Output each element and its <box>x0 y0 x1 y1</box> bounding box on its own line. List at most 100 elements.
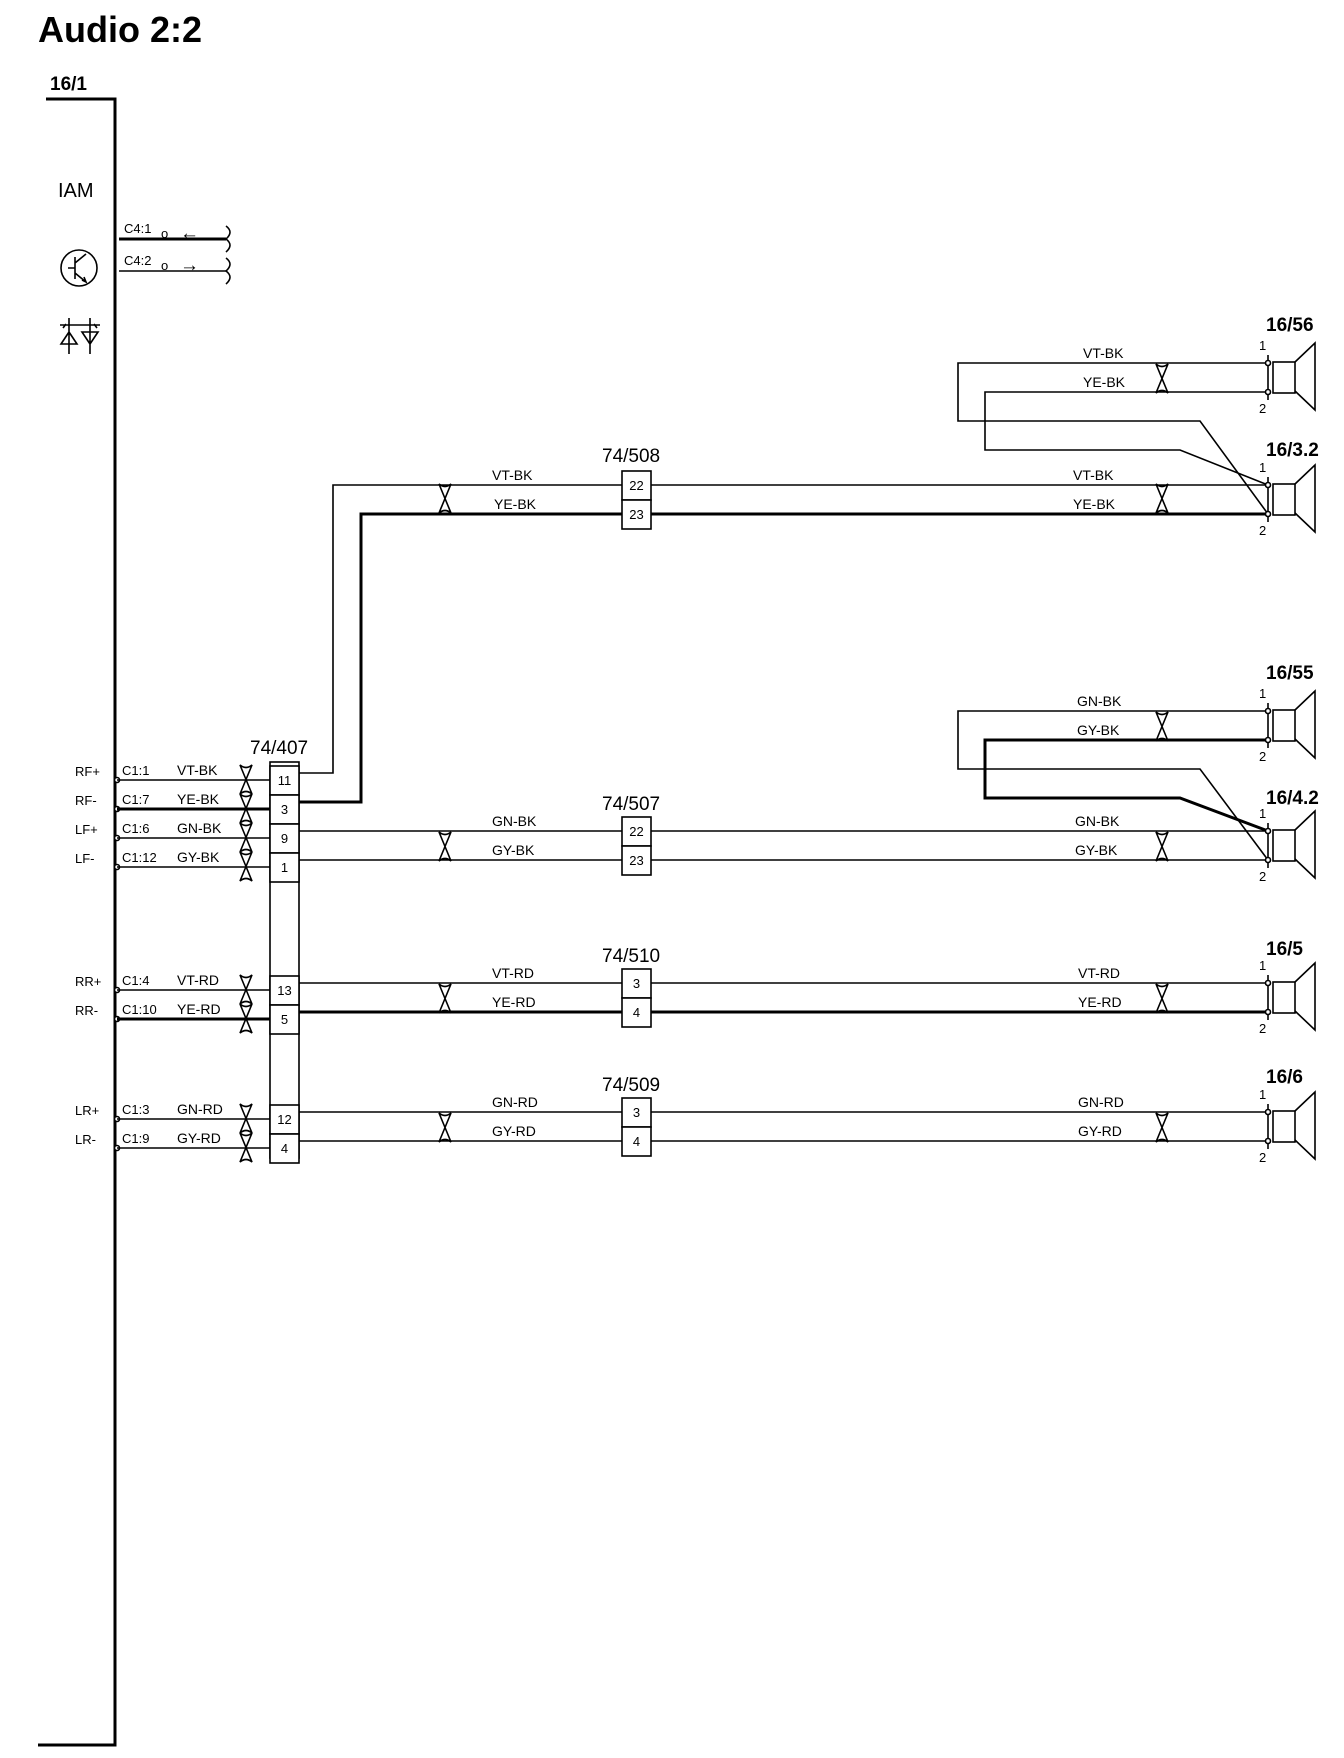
c1-pin-7-label: C1:9 <box>122 1131 149 1146</box>
speaker-16-6-label: 16/6 <box>1266 1067 1303 1088</box>
w508b-right: YE-BK <box>1073 496 1116 512</box>
w510b-right: YE-RD <box>1078 994 1122 1010</box>
speaker-16-56-pin2-label: 2 <box>1259 401 1266 416</box>
c509-pin1-box <box>621 1126 652 1157</box>
c508-pin1-pin: 23 <box>629 507 643 522</box>
signal-2-label: LF+ <box>75 822 98 837</box>
twisted-pair-icon <box>1155 1112 1169 1143</box>
signal-6-label: LR+ <box>75 1103 99 1118</box>
speaker-16-6-pin2-label: 2 <box>1259 1150 1266 1165</box>
hub-pin-0-box <box>269 765 300 796</box>
speaker-16-6-pin1-label: 1 <box>1259 1087 1266 1102</box>
speaker-16-5-label: 16/5 <box>1266 939 1303 960</box>
twisted-pair-icon <box>239 1003 253 1034</box>
w509a-right: GN-RD <box>1078 1094 1124 1110</box>
hub-wire-0-label: VT-BK <box>177 762 218 778</box>
hub-wire-2-label: GN-BK <box>177 820 222 836</box>
w508b-left: YE-BK <box>494 496 537 512</box>
hub-pin-7-box <box>269 1133 300 1164</box>
w510b-left: YE-RD <box>492 994 536 1010</box>
speaker-16-55-label: 16/55 <box>1266 663 1314 684</box>
speaker-16-56-magnet <box>1272 361 1296 394</box>
inline-connector-74-507-label: 74/507 <box>602 794 660 815</box>
c507-pin0-box <box>621 816 652 847</box>
w507b-left: GY-BK <box>492 842 535 858</box>
w508a-left: VT-BK <box>492 467 533 483</box>
twisted-pair-icon <box>438 831 452 862</box>
c1-pin-3-label: C1:12 <box>122 850 157 865</box>
twisted-pair-icon <box>438 483 452 514</box>
inline-connector-74-510-label: 74/510 <box>602 946 660 967</box>
transistor-icon <box>60 249 98 287</box>
signal-0-label: RF+ <box>75 764 100 779</box>
c4-1-label: C4:1 <box>124 221 151 236</box>
hub-pin-5-pin: 5 <box>281 1012 288 1027</box>
w509a-left: GN-RD <box>492 1094 538 1110</box>
c509-pin0-box <box>621 1097 652 1128</box>
twisted-pair-icon <box>239 851 253 882</box>
c509-pin0-pin: 3 <box>633 1105 640 1120</box>
signal-4-label: RR+ <box>75 974 101 989</box>
w510a-left: VT-RD <box>492 965 534 981</box>
c507-pin1-box <box>621 845 652 876</box>
hub-pin-2-box <box>269 823 300 854</box>
spk55-wire-b: GY-BK <box>1077 722 1120 738</box>
signal-7-label: LR- <box>75 1132 96 1147</box>
c508-pin0-box <box>621 470 652 501</box>
c1-pin-5-label: C1:10 <box>122 1002 157 1017</box>
c4-1-arrow: ← <box>180 223 199 244</box>
speaker-16-55-pin2-label: 2 <box>1259 749 1266 764</box>
speaker-16-3-2-pin2-label: 2 <box>1259 523 1266 538</box>
c4-2-open-marker: o <box>161 258 168 273</box>
diagram-title: Audio 2:2 <box>38 9 202 50</box>
speaker-16-4-2-magnet <box>1272 829 1296 862</box>
hub-wire-4-label: VT-RD <box>177 972 219 988</box>
speaker-16-3-2-pin1-label: 1 <box>1259 460 1266 475</box>
module-name: IAM <box>58 180 94 202</box>
c1-pin-1-label: C1:7 <box>122 792 149 807</box>
c1-pin-0-label: C1:1 <box>122 763 149 778</box>
speaker-16-6-magnet <box>1272 1110 1296 1143</box>
spk55-wire-a: GN-BK <box>1077 693 1122 709</box>
c4-2-arrow: → <box>180 255 199 276</box>
module-outline <box>38 97 117 1747</box>
twisted-pair-icon <box>1155 363 1169 394</box>
hub-wire-5-label: YE-RD <box>177 1001 221 1017</box>
c508-pin0-pin: 22 <box>629 478 643 493</box>
hub-connector-label: 74/407 <box>250 738 308 759</box>
hub-pin-7-pin: 4 <box>281 1141 288 1156</box>
c510-pin1-pin: 4 <box>633 1005 640 1020</box>
w509b-left: GY-RD <box>492 1123 536 1139</box>
speaker-16-55-cone <box>1294 689 1316 760</box>
speaker-16-4-2-cone <box>1294 809 1316 880</box>
c4-1-open-marker: o <box>161 226 168 241</box>
speaker-16-4-2-label: 16/4.2 <box>1266 788 1319 809</box>
c1-pin-4-label: C1:4 <box>122 973 149 988</box>
twisted-pair-icon <box>239 1132 253 1163</box>
hub-pin-0-pin: 11 <box>278 773 292 788</box>
c1-pin-2-label: C1:6 <box>122 821 149 836</box>
speaker-16-4-2-pin1-label: 1 <box>1259 806 1266 821</box>
hub-pin-1-pin: 3 <box>281 802 288 817</box>
hub-wire-3-label: GY-BK <box>177 849 220 865</box>
w510a-right: VT-RD <box>1078 965 1120 981</box>
c510-pin0-pin: 3 <box>633 976 640 991</box>
hub-pin-6-pin: 12 <box>277 1112 291 1127</box>
diode-pair-icon <box>59 318 100 354</box>
speaker-16-5-pin2-label: 2 <box>1259 1021 1266 1036</box>
twisted-pair-icon <box>1155 831 1169 862</box>
hub-pin-4-pin: 13 <box>277 983 291 998</box>
hub-wire-1-label: YE-BK <box>177 791 220 807</box>
speaker-16-6-cone <box>1294 1090 1316 1161</box>
c1-pin-6-label: C1:3 <box>122 1102 149 1117</box>
speaker-16-55-pin1-label: 1 <box>1259 686 1266 701</box>
spk56-wire-a: VT-BK <box>1083 345 1124 361</box>
c507-pin1-pin: 23 <box>629 853 643 868</box>
speaker-16-55-magnet <box>1272 709 1296 742</box>
hub-pin-3-pin: 1 <box>281 860 288 875</box>
signal-1-label: RF- <box>75 793 97 808</box>
c4-2-label: C4:2 <box>124 253 151 268</box>
twisted-pair-icon <box>1155 983 1169 1014</box>
twisted-pair-icon <box>438 983 452 1014</box>
